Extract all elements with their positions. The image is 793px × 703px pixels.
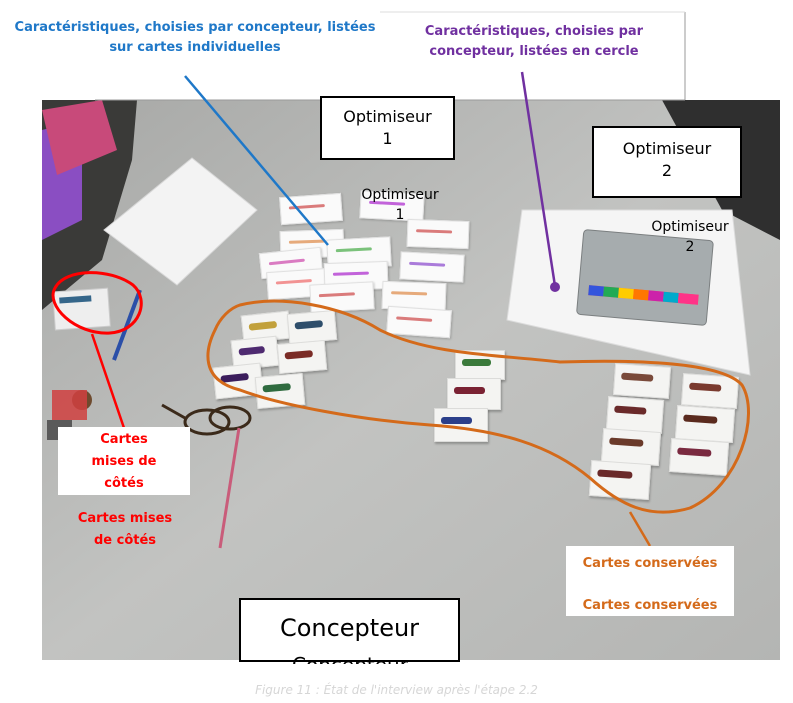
optimiseur-2-line1: Optimiseur — [622, 139, 712, 158]
optimiseur-2-ghost-line1: Optimiseur — [651, 219, 729, 235]
optimiseur-1-ghost-line1: Optimiseur — [361, 187, 439, 203]
optimiseur-1-line2: 1 — [382, 129, 393, 148]
purple-arrow — [520, 71, 557, 287]
pen-box — [576, 229, 714, 326]
red-arrow — [90, 333, 126, 429]
concepteur-label: Concepteur — [239, 598, 460, 662]
pink-pen — [218, 427, 241, 549]
optimiseur-2-label: Optimiseur 2 — [592, 126, 742, 198]
orange-callout-text: Cartes conservées — [582, 556, 718, 571]
optimiseur-2-ghost-line2: 2 — [685, 239, 695, 255]
concepteur-ghost: Concepteur — [270, 654, 430, 664]
red-ghost-callout: Cartes mises de côtés — [70, 508, 180, 552]
orange-callout: Cartes conservées Cartes conservées — [566, 546, 734, 616]
purple-arrow-dot — [550, 282, 560, 292]
blue-callout-text: Caractéristiques, choisies par concepteu… — [14, 20, 376, 55]
blue-callout: Caractéristiques, choisies par concepteu… — [4, 18, 386, 58]
pink-object — [42, 100, 117, 175]
optimiseur-2-ghost: Optimiseur 2 — [630, 217, 750, 257]
optimiseur-1-ghost: Optimiseur 1 — [350, 185, 450, 225]
red-ghost-callout-text: Cartes mises de côtés — [77, 511, 173, 548]
concepteur-text: Concepteur — [279, 614, 420, 642]
optimiseur-1-ghost-line2: 1 — [395, 207, 405, 223]
orange-outline — [206, 299, 750, 514]
optimiseur-1-line1: Optimiseur — [343, 107, 432, 126]
blue-pen — [112, 289, 142, 361]
orange-arrow — [628, 511, 652, 547]
red-callout: Cartes mises de côtés — [58, 427, 190, 495]
red-circle — [51, 271, 143, 335]
paper-stack — [103, 157, 258, 286]
purple-callout-text: Caractéristiques, choisies par concepteu… — [424, 24, 644, 59]
concepteur-ghost-text: Concepteur — [292, 654, 408, 664]
red-callout-text: Cartes mises de côtés — [91, 432, 157, 491]
figure-caption: Figure 11 : État de l'interview après l'… — [255, 683, 538, 697]
blue-arrow — [184, 75, 329, 246]
glasses — [161, 403, 252, 436]
optimiseur-2-line2: 2 — [661, 161, 673, 180]
purple-callout: Caractéristiques, choisies par concepteu… — [418, 22, 650, 62]
orange-ghost-callout-text: Cartes conservées — [582, 598, 718, 613]
optimiseur-1-label: Optimiseur 1 — [320, 96, 455, 160]
